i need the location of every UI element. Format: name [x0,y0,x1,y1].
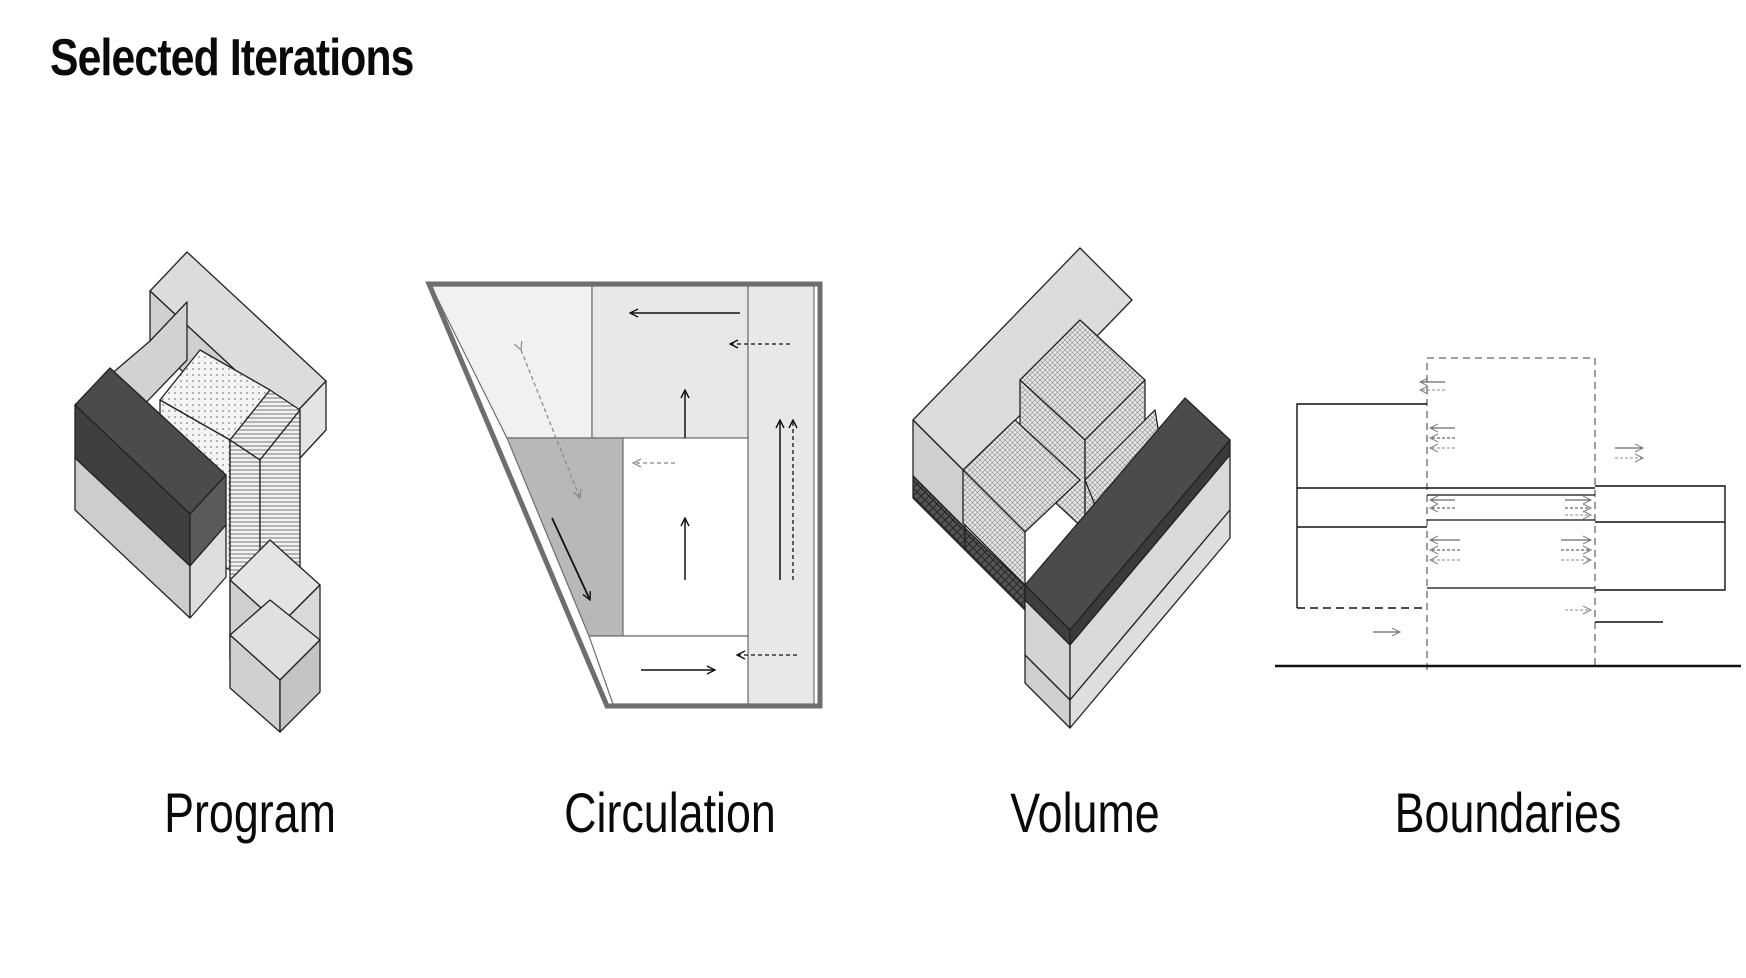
circulation-diagram [425,281,823,709]
program-diagram [74,251,327,733]
dashed-double-arrow-diagonal [521,350,580,498]
base-layer-side [1069,509,1231,729]
arrow-diagonal-down [551,517,590,600]
caption-volume: Volume [1010,781,1160,844]
dashed-tower-outline [1426,357,1596,670]
caption-boundaries: Boundaries [1394,781,1622,844]
left-slab-outline [1296,403,1427,608]
right-slab-outline [1595,485,1726,591]
corner-tower-side [279,639,321,733]
caption-program: Program [164,781,336,844]
caption-circulation: Circulation [564,781,776,844]
zone-right-strip [747,285,815,705]
zone-top-right [591,285,749,439]
page-title: Selected Iterations [50,29,414,87]
site-boundary [425,281,823,709]
volume-diagram [912,247,1231,729]
zone-top-left [430,285,593,439]
lower-block-side [189,524,227,619]
boundaries-diagram [1275,357,1741,670]
